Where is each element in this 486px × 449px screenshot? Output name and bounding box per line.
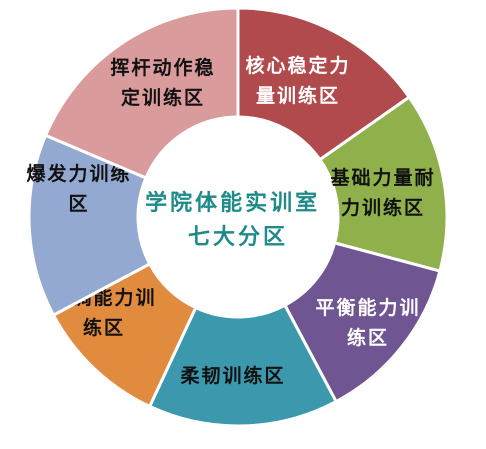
- segment-label-5-line-2: 练区: [83, 316, 125, 339]
- segment-label-1-line-2: 量训练区: [256, 84, 340, 107]
- segment-label-1-line-1: 核心稳定力: [245, 54, 350, 77]
- center-title-line-1: 学院体能实训室: [145, 190, 320, 216]
- segment-label-6-line-1: 爆发力训练: [26, 162, 131, 185]
- segment-label-3: 平衡能力训练区: [315, 296, 420, 349]
- segment-label-7-line-2: 定训练区: [121, 86, 205, 109]
- segment-label-4: 柔韧训练区: [180, 364, 285, 387]
- segment-label-7: 挥杆动作稳定训练区: [110, 56, 215, 109]
- segment-label-2: 基础力量耐力训练区: [329, 166, 435, 219]
- segment-label-4-line-1: 柔韧训练区: [180, 364, 285, 387]
- segment-label-3-line-2: 练区: [347, 326, 389, 349]
- center-disc: [138, 117, 338, 317]
- segment-label-3-line-1: 平衡能力训: [315, 296, 420, 319]
- segment-label-1: 核心稳定力量训练区: [245, 54, 350, 107]
- center-title-line-2: 七大分区: [188, 224, 288, 250]
- segment-label-6: 爆发力训练区: [26, 162, 131, 215]
- segment-label-6-line-2: 区: [68, 193, 89, 215]
- center-title: 学院体能实训室 七大分区: [145, 190, 331, 250]
- segment-label-7-line-1: 挥杆动作稳: [110, 56, 215, 79]
- segment-label-2-line-2: 力训练区: [341, 196, 425, 219]
- segment-label-2-line-1: 基础力量耐: [329, 166, 435, 189]
- ring-segments: 核心稳定力量训练区基础力量耐力训练区平衡能力训练区柔韧训练区协调能力训练区爆发力…: [26, 6, 449, 428]
